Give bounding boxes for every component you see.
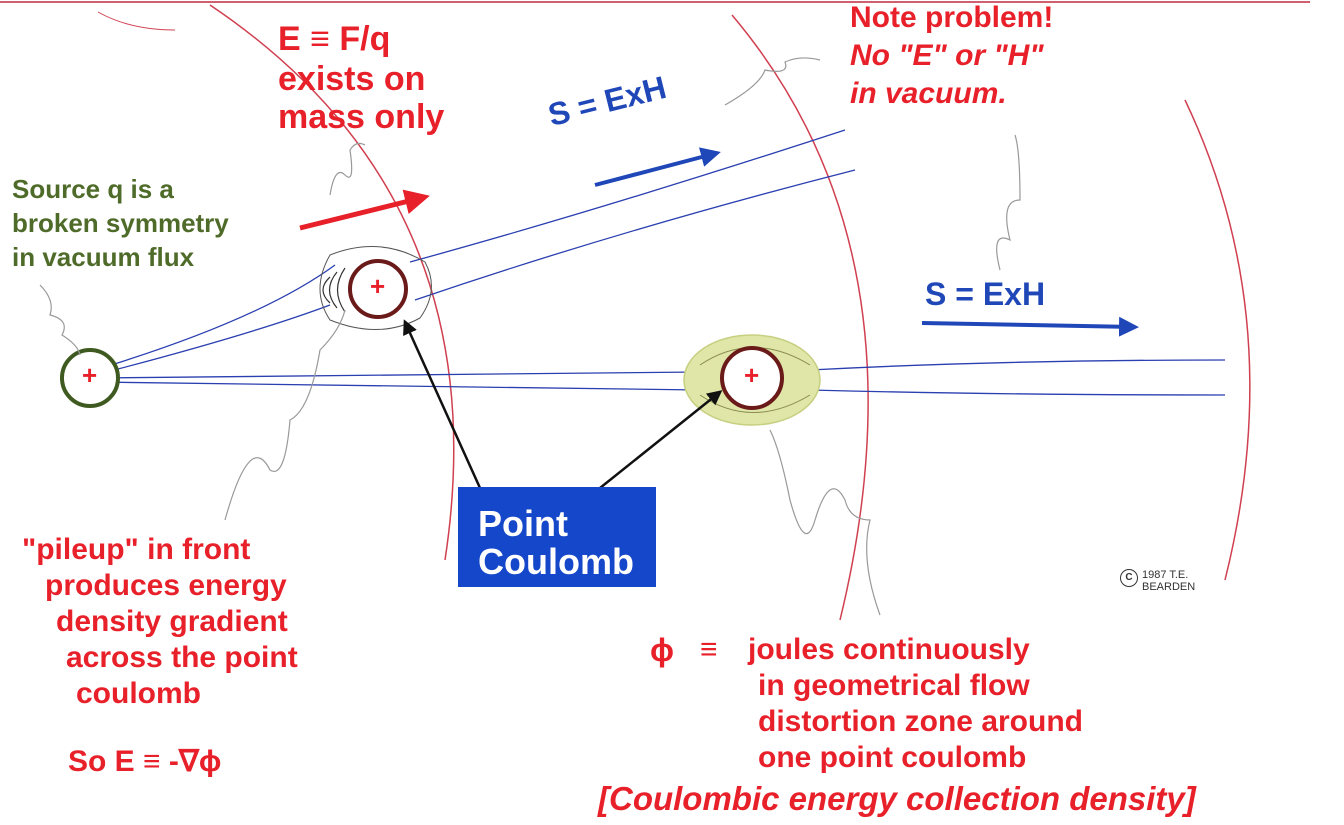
e-definition-line-2: exists on [278,60,426,98]
phi-note-line-4: one point coulomb [758,741,1027,774]
flux-line-4 [414,169,856,301]
flux-line-6 [94,381,701,391]
pileup-note-line-4: across the point [66,641,298,674]
pointer-arrow-2 [599,390,723,489]
pileup-note-line-5: coulomb [76,677,201,710]
copyright-line-2: BEARDEN [1142,581,1196,594]
copyright-line-1: 1987 T.E. [1142,569,1189,581]
phi-symbol: ϕ [650,632,674,668]
e-definition-line-3: mass only [278,98,445,136]
point-coulomb-1-plus: + [370,271,386,301]
flux-line-3 [409,129,846,263]
leader-squiggle-source [39,284,81,356]
wavefront-arc-outer [1184,99,1251,581]
pileup-arc-3 [322,276,331,304]
source-note-line-1: Source q is a [12,174,174,204]
pileup-arc-2 [328,271,338,309]
blue-arrow-lower [921,316,1139,337]
pileup-envelope [319,246,432,330]
leader-squiggle-note-2 [996,134,1021,271]
leader-squiggle-note [724,57,821,106]
note-line-1: Note problem! [850,1,1054,34]
blue-arrow-upper [594,147,721,187]
source-charge-plus: + [82,360,98,390]
leader-squiggle-edef [329,142,366,196]
source-charge-circle [60,348,120,408]
phi-note-line-2: in geometrical flow [758,669,1030,702]
pileup-note-line-3: density gradient [56,605,288,638]
copyright-notice: 1987 T.E.BEARDEN [1142,569,1195,593]
wavefront-arc-inner [209,4,455,561]
wavefront-arc-left [97,11,176,31]
phi-equivalence: ≡ [700,633,718,666]
flux-line-5 [94,371,701,379]
poynting-label-lower: S = ExH [925,276,1046,312]
note-line-3: in vacuum. [850,77,1007,110]
phi-note-line-3: distortion zone around [758,705,1083,738]
point-coulomb-2-plus: + [744,360,760,390]
flux-line-1 [94,264,336,371]
red-arrow [299,189,430,231]
pointer-arrow-1 [403,319,482,489]
source-note-line-2: broken symmetry [12,208,229,238]
so-e-gradient-formula: So E ≡ -∇ϕ [68,745,222,778]
flux-line-7 [809,359,1226,371]
flux-line-8 [809,389,1226,396]
flux-line-2 [94,304,331,376]
point-coulomb-label-line-1: Point [478,503,568,544]
pileup-arc-1 [336,267,346,313]
leader-squiggle-pileup [224,309,346,521]
e-definition-line-1: E ≡ F/q [278,20,391,58]
source-note-line-3: in vacuum flux [12,242,195,272]
note-line-2: No "E" or "H" [850,39,1044,72]
pileup-note-line-2: produces energy [45,569,287,602]
pileup-note-line-1: "pileup" in front [22,533,251,566]
point-coulomb-2-circle [720,346,784,410]
phi-note-line-1: joules continuously [748,633,1030,666]
leader-squiggle-phi [769,429,881,616]
point-coulomb-1-circle [348,259,408,319]
wavefront-arc-middle [731,14,869,621]
coulombic-density-caption: [Coulombic energy collection density] [598,780,1196,817]
point-coulomb-label-line-2: Coulomb [478,540,634,582]
copyright-symbol: C [1120,569,1138,587]
